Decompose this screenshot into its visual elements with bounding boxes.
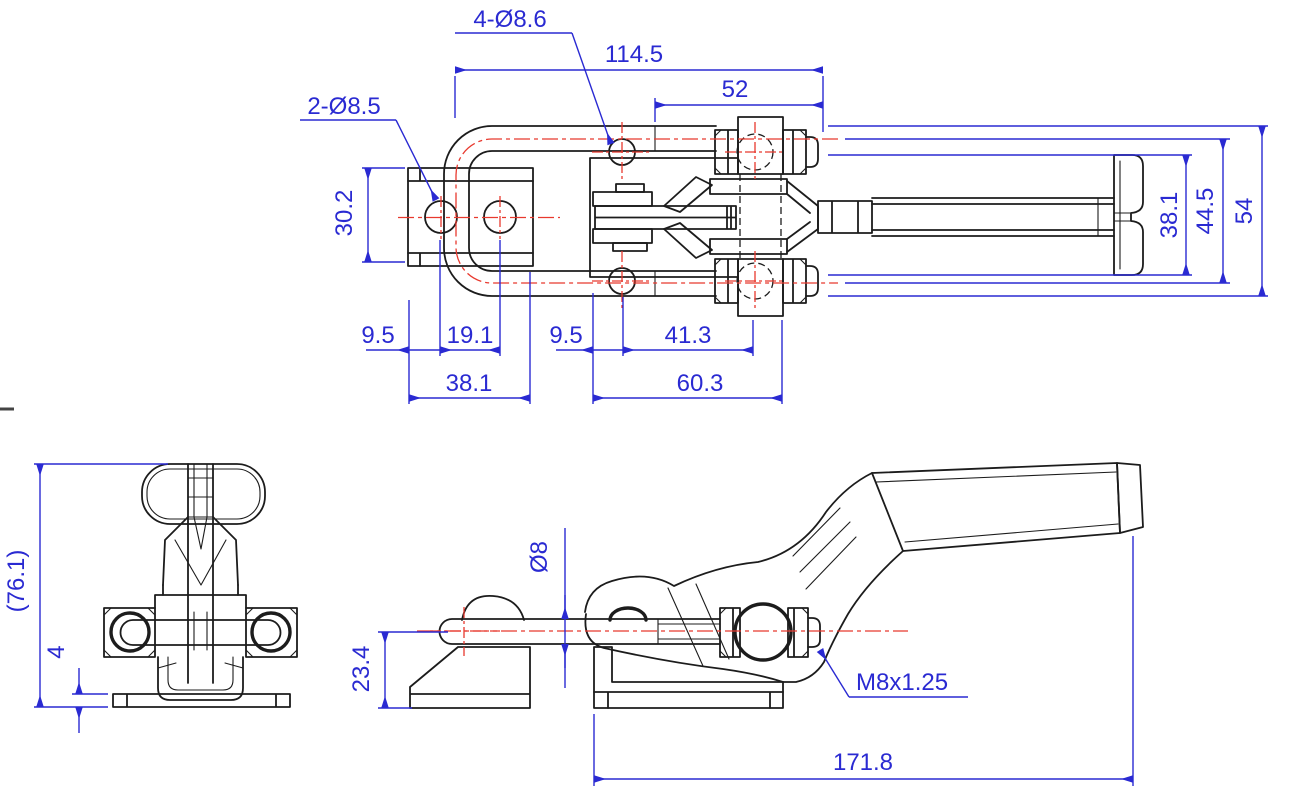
wing-handle-front <box>141 463 266 525</box>
handle-grip <box>871 462 1121 552</box>
dim-base-thickness: 4 <box>43 645 70 658</box>
dim-plate-width: 38.1 <box>446 370 493 397</box>
dimensions-top: 4-Ø8.6 2-Ø8.5 114.5 52 30.2 38.1 <box>300 6 1268 404</box>
base-front <box>112 693 291 708</box>
clamp-arm-side <box>584 472 904 683</box>
pivot-block-front <box>103 594 298 684</box>
stud-end-top <box>805 136 819 168</box>
pin-boss-left <box>109 611 151 653</box>
bar-hole-arc <box>608 606 648 622</box>
dim-overall-height: 54 <box>1231 198 1258 225</box>
stirrup-front <box>157 656 244 701</box>
trunnion-side <box>719 602 821 662</box>
dim-plate-height: 30.2 <box>331 190 358 237</box>
dim-overall-height-ref: (76.1) <box>3 550 30 613</box>
pivot-pin-front <box>119 619 282 646</box>
dim-bar-height: 23.4 <box>348 646 375 693</box>
pivot-bolt-top <box>714 116 819 175</box>
stud-end-bottom <box>805 265 819 297</box>
callout-holes-2: 2-Ø8.5 <box>307 93 380 120</box>
column-front <box>162 463 239 596</box>
handle-side <box>871 462 1144 552</box>
dim-overall-width: 114.5 <box>605 41 663 68</box>
t-grip-top <box>1113 154 1144 276</box>
dim-hole-to-pivot: 41.3 <box>665 322 712 349</box>
dim-overall-length: 171.8 <box>833 749 893 776</box>
centerlines-top <box>398 122 838 311</box>
centerlines-side <box>417 607 908 656</box>
callout-thread: M8x1.25 <box>856 669 948 696</box>
pivot-bolt-bottom <box>714 258 819 317</box>
thread-stud <box>807 617 821 648</box>
dim-handle-width: 38.1 <box>1156 192 1183 239</box>
top-view: 4-Ø8.6 2-Ø8.5 114.5 52 30.2 38.1 <box>300 6 1268 404</box>
latch-plate-side <box>409 595 531 709</box>
clamp-base-side <box>593 646 784 709</box>
toggle-linkage-top <box>592 176 873 259</box>
dim-offset-mid: 9.5 <box>549 322 582 349</box>
dim-leg-centers: 44.5 <box>1192 188 1219 235</box>
side-view: Ø8 23.4 M8x1.25 171.8 <box>348 462 1144 786</box>
dimensions-front: (76.1) 4 <box>3 463 168 733</box>
callout-holes-4: 4-Ø8.6 <box>473 6 546 33</box>
pin-boss-right <box>250 611 292 653</box>
dim-base-length: 60.3 <box>677 370 724 397</box>
dim-offset-left: 9.5 <box>361 322 394 349</box>
dim-rod-diameter: Ø8 <box>526 541 553 573</box>
dimensions-side: Ø8 23.4 M8x1.25 171.8 <box>348 528 1134 786</box>
dim-hole-spacing: 19.1 <box>447 322 494 349</box>
front-view: (76.1) 4 <box>3 463 298 733</box>
trunnion-ball <box>733 602 793 662</box>
dim-nut-span: 52 <box>722 76 749 103</box>
handle-top <box>871 154 1144 276</box>
latch-hook <box>461 595 525 621</box>
